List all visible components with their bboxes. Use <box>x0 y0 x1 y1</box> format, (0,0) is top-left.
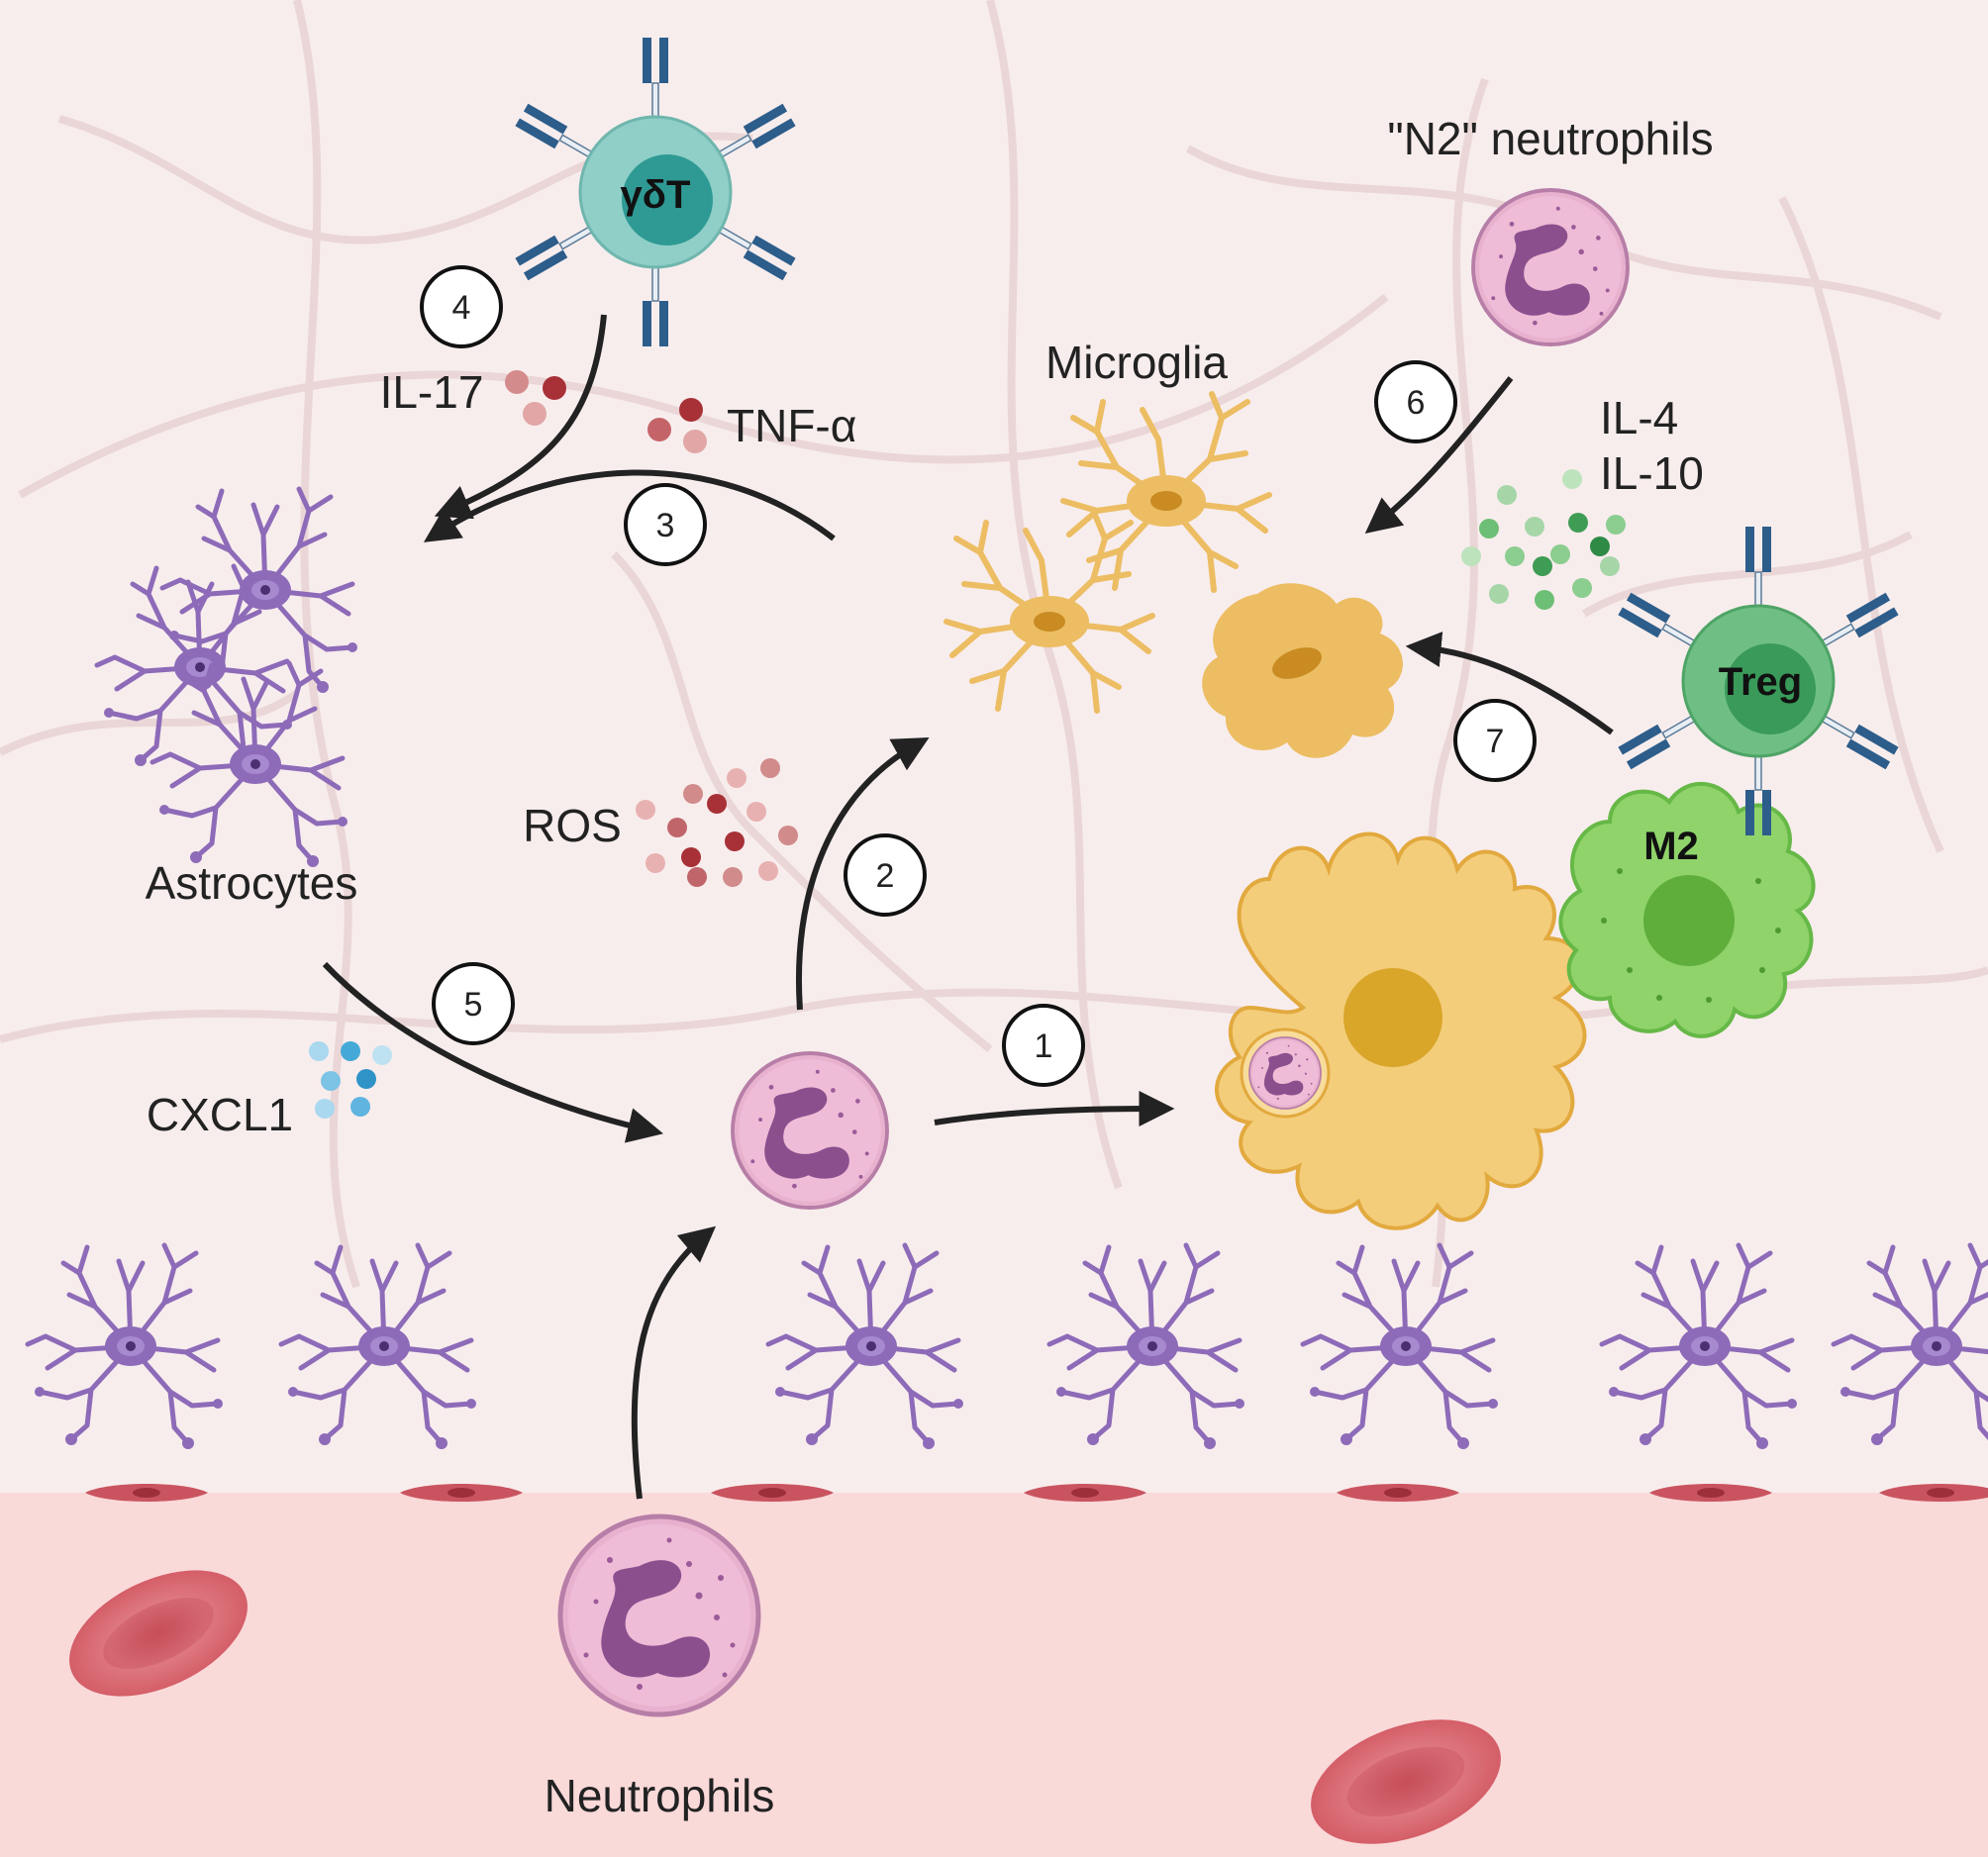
macrophage <box>1215 831 1587 1230</box>
step-2: 2 <box>844 833 927 917</box>
svg-text:2: 2 <box>876 857 895 895</box>
arrow-7 <box>1405 632 1614 735</box>
label-m2: M2 <box>1643 825 1699 868</box>
svg-text:7: 7 <box>1486 723 1505 760</box>
arrow-1 <box>934 1091 1175 1127</box>
label-cxcl1: CXCL1 <box>147 1089 293 1140</box>
arrow-blood <box>631 1225 717 1500</box>
il17-dots <box>505 370 566 426</box>
arrow-3 <box>423 469 836 542</box>
label-astrocytes: Astrocytes <box>146 857 358 909</box>
label-tnfa: TNF-α <box>727 400 856 451</box>
neutrophil-blood <box>560 1516 758 1714</box>
step-circles: 1 2 3 4 5 6 7 <box>420 265 1537 1087</box>
label-n2-neutrophils: "N2" neutrophils <box>1387 113 1713 164</box>
label-ros: ROS <box>523 800 622 851</box>
svg-text:6: 6 <box>1407 384 1426 422</box>
svg-text:3: 3 <box>656 507 675 544</box>
step-7: 7 <box>1453 699 1537 782</box>
arrow-4 <box>434 314 607 520</box>
il4-il10-dots <box>1461 469 1626 610</box>
activated-microglia <box>1202 583 1403 758</box>
arrow-2 <box>796 736 930 1011</box>
n2-neutrophil <box>1471 188 1630 346</box>
arrows <box>322 314 1614 1500</box>
red-blood-cell-left <box>69 1570 248 1697</box>
ros-dots <box>636 758 798 887</box>
blood-vessel <box>0 1493 1988 1857</box>
neutrophil-parenchyma <box>731 1051 889 1210</box>
tissue-fibers <box>0 0 1988 1289</box>
tnfa-dots <box>647 398 707 453</box>
step-6: 6 <box>1374 360 1457 443</box>
label-neutrophils: Neutrophils <box>545 1770 775 1821</box>
red-blood-cell-right <box>1311 1719 1501 1844</box>
treg-cell <box>1617 526 1900 836</box>
gdt-cell <box>514 37 797 347</box>
svg-text:5: 5 <box>464 986 483 1024</box>
label-il10: IL-10 <box>1600 447 1704 499</box>
step-4: 4 <box>420 265 503 348</box>
microglia-cluster <box>946 394 1403 758</box>
label-il17: IL-17 <box>380 366 484 418</box>
label-treg: Treg <box>1719 660 1802 704</box>
arrow-6 <box>1364 376 1514 534</box>
step-5: 5 <box>432 962 515 1045</box>
label-microglia: Microglia <box>1045 337 1228 388</box>
svg-text:1: 1 <box>1035 1027 1053 1065</box>
svg-text:4: 4 <box>452 289 471 327</box>
step-1: 1 <box>1002 1004 1085 1087</box>
cxcl1-dots <box>309 1041 392 1119</box>
m2-macrophage <box>1558 782 1816 1038</box>
label-gdt: γδT <box>621 173 691 217</box>
arrow-5 <box>322 961 664 1143</box>
label-il4: IL-4 <box>1600 392 1678 443</box>
step-3: 3 <box>624 483 707 566</box>
